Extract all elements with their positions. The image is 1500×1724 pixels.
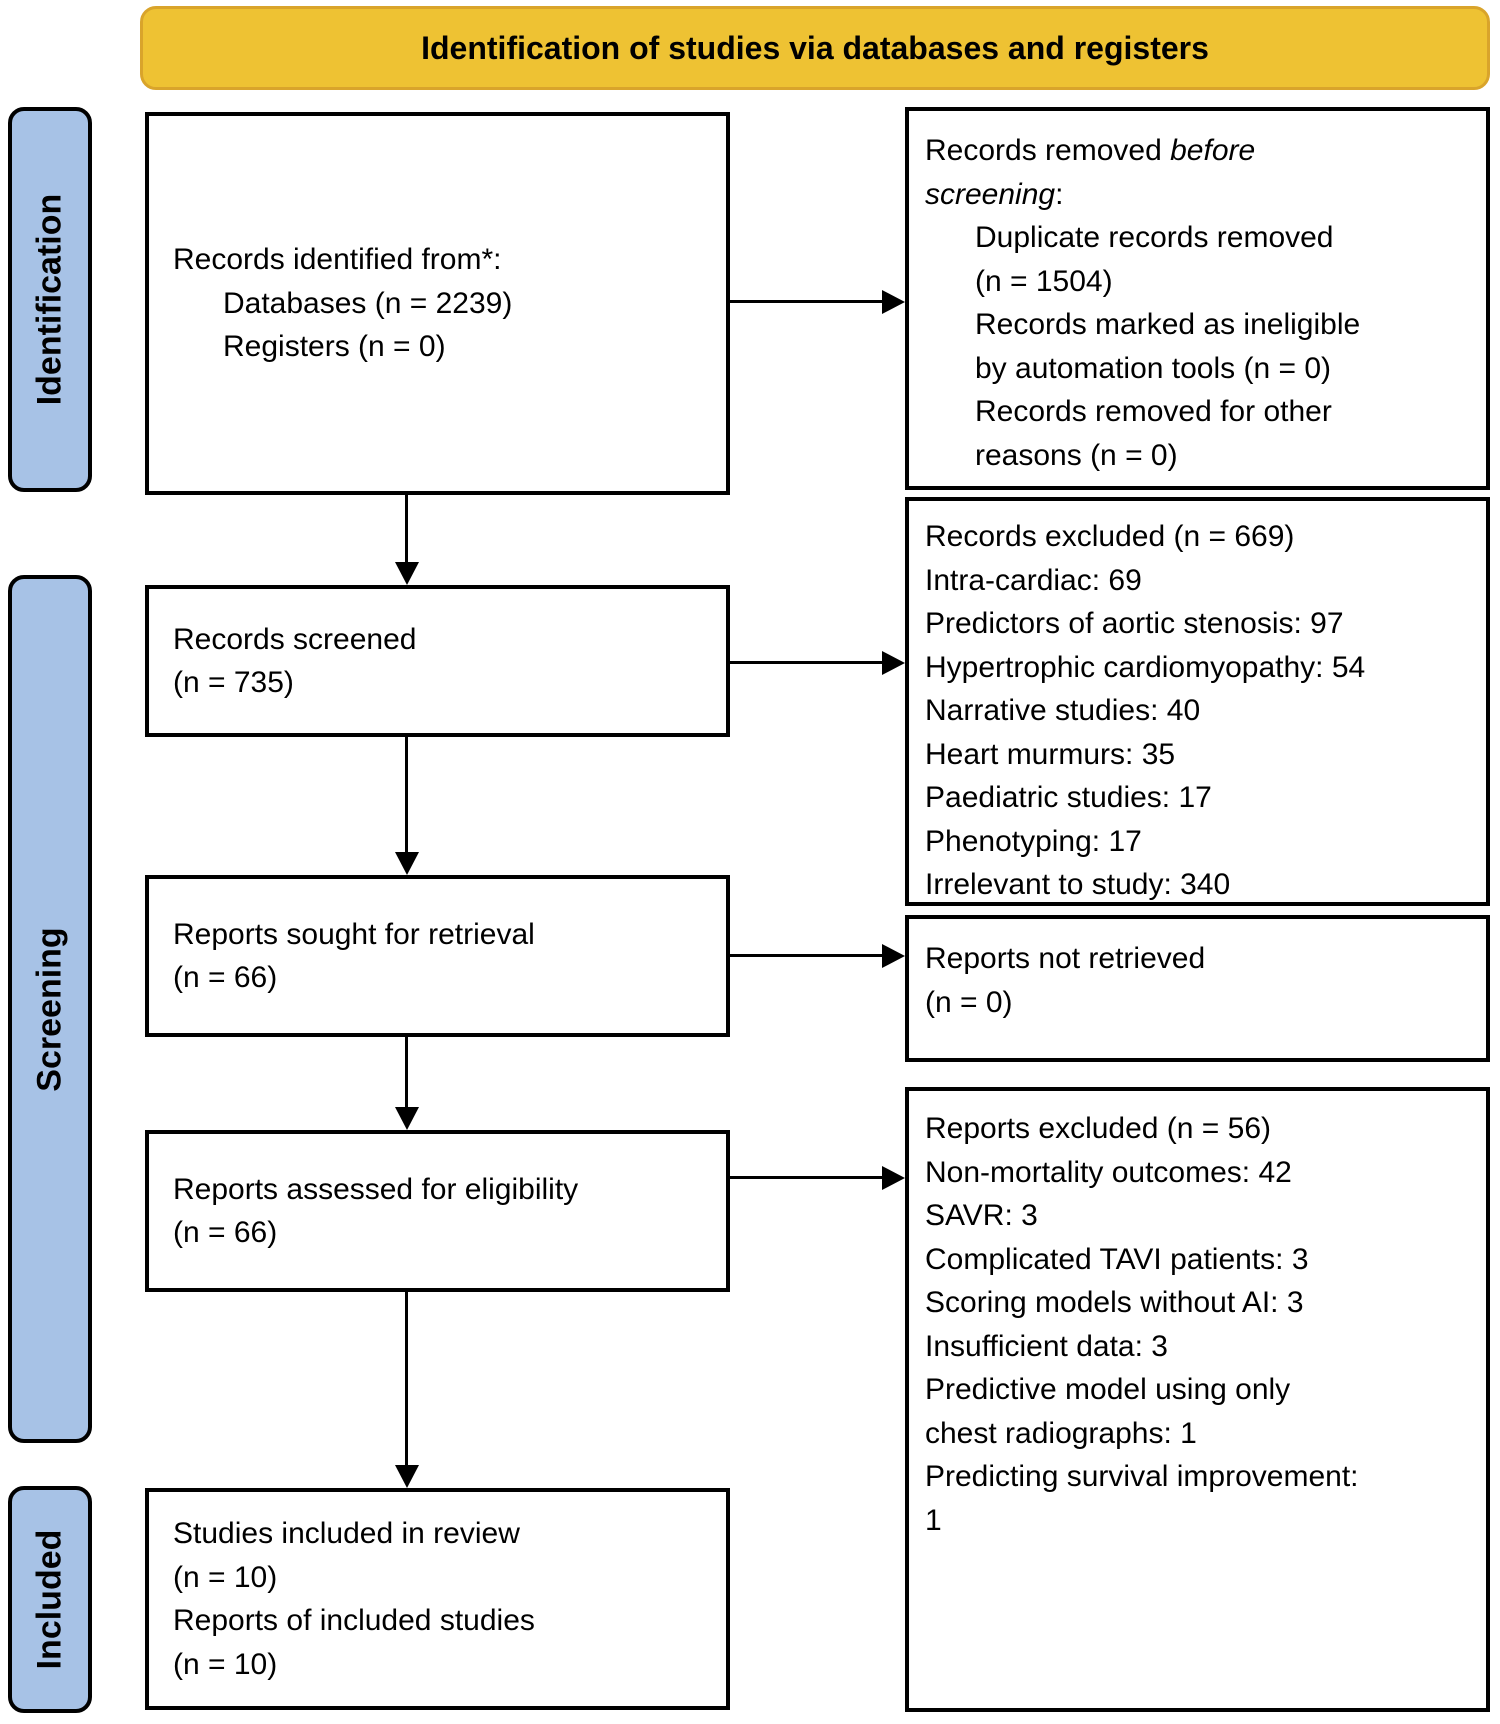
box-reports-assessed: Reports assessed for eligibility (n = 66) [145,1130,730,1292]
records-removed-item: Records marked as ineligible [975,308,1361,341]
arrow-screened-to-excluded-head [882,651,905,675]
arrow-identified-to-screened-line [405,495,408,563]
reports-excluded-line: Complicated TAVI patients: 3 [925,1242,1309,1276]
arrow-assessed-to-excluded-head [882,1166,905,1190]
reports-excluded-line: Insufficient data: 3 [925,1329,1168,1363]
records-removed-items: Duplicate records removed (n = 1504) Recor… [925,216,1478,477]
reports-not-retrieved-lines: Reports not retrieved (n = 0) [925,937,1478,1024]
records-identified-items: Databases (n = 2239) Registers (n = 0) [173,282,716,369]
reports-assessed-line: Reports assessed for eligibility [173,1172,579,1206]
studies-included-line: Reports of included studies [173,1604,535,1637]
records-removed-item: by automation tools (n = 0) [975,351,1332,385]
box-records-excluded: Records excluded (n = 669) Intra-cardiac:… [905,497,1490,906]
reports-excluded-line: SAVR: 3 [925,1199,1038,1232]
records-excluded-line: Predictors of aortic stenosis: 97 [925,607,1344,640]
records-screened-lines: Records screened (n = 735) [173,618,716,705]
records-removed-heading-italic2: screening [925,177,1056,211]
arrow-screened-to-sought-head [395,852,419,875]
box-reports-not-retrieved: Reports not retrieved (n = 0) [905,915,1490,1062]
reports-sought-lines: Reports sought for retrieval (n = 66) [173,913,716,1000]
studies-included-line: (n = 10) [173,1647,278,1681]
reports-excluded-line: chest radiographs: 1 [925,1416,1197,1450]
reports-assessed-line: (n = 66) [173,1216,278,1249]
records-excluded-line: Records excluded (n = 669) [925,520,1295,553]
reports-excluded-line: Predictive model using only [925,1373,1291,1406]
reports-excluded-line: 1 [925,1503,942,1537]
reports-sought-line: (n = 66) [173,961,278,994]
records-removed-heading-prefix: Records removed [925,134,1171,167]
box-records-removed: Records removed before screening: Duplic… [905,107,1490,490]
records-excluded-line: Hypertrophic cardiomyopathy: 54 [925,650,1366,684]
arrow-screened-to-sought-line [405,737,408,853]
arrow-assessed-to-included-head [395,1465,419,1488]
reports-sought-line: Reports sought for retrieval [173,917,535,951]
box-records-identified: Records identified from*: Databases (n =… [145,112,730,495]
records-removed-heading-line2: screening: [925,173,1478,217]
studies-included-line: Studies included in review [173,1517,520,1550]
arrow-screened-to-excluded-line [730,661,882,664]
records-identified-item: Registers (n = 0) [223,330,446,364]
records-excluded-line: Heart murmurs: 35 [925,737,1176,771]
arrow-sought-to-assessed-head [395,1107,419,1130]
stage-label-screening-text: Screening [30,926,69,1092]
reports-excluded-lines: Reports excluded (n = 56) Non-mortality o… [925,1107,1478,1542]
reports-excluded-line: Scoring models without AI: 3 [925,1286,1304,1319]
records-identified-heading: Records identified from*: [173,243,502,277]
records-excluded-line: Intra-cardiac: 69 [925,563,1142,597]
records-removed-heading-italic1: before [1170,134,1256,167]
records-excluded-line: Paediatric studies: 17 [925,781,1212,814]
studies-included-lines: Studies included in review (n = 10) Report… [173,1512,716,1686]
records-screened-line: (n = 735) [173,666,294,699]
reports-not-retrieved-line: (n = 0) [925,985,1013,1019]
reports-excluded-line: Reports excluded (n = 56) [925,1112,1272,1145]
stage-label-identification: Identification [8,107,92,492]
arrow-assessed-to-included-line [405,1292,408,1466]
reports-excluded-line: Non-mortality outcomes: 42 [925,1155,1292,1189]
reports-not-retrieved-line: Reports not retrieved [925,942,1206,975]
records-excluded-line: Narrative studies: 40 [925,694,1201,727]
studies-included-line: (n = 10) [173,1560,278,1594]
reports-excluded-line: Predicting survival improvement: [925,1460,1359,1493]
arrow-sought-to-not-retrieved-head [882,944,905,968]
box-reports-sought: Reports sought for retrieval (n = 66) [145,875,730,1037]
records-screened-line: Records screened [173,622,417,656]
box-studies-included: Studies included in review (n = 10) Report… [145,1488,730,1710]
arrow-sought-to-assessed-line [405,1037,408,1108]
arrow-identified-to-removed-head [882,290,905,314]
box-records-screened: Records screened (n = 735) [145,585,730,737]
records-removed-item: Records removed for other [975,395,1332,428]
arrow-sought-to-not-retrieved-line [730,954,882,957]
banner-title: Identification of studies via databases … [421,29,1209,66]
arrow-identified-to-screened-head [395,562,419,585]
arrow-identified-to-removed-line [730,300,882,303]
box-reports-excluded: Reports excluded (n = 56) Non-mortality o… [905,1087,1490,1712]
records-excluded-line: Irrelevant to study: 340 [925,868,1231,901]
reports-assessed-lines: Reports assessed for eligibility (n = 66) [173,1168,716,1255]
stage-label-included: Included [8,1486,92,1713]
records-identified-item: Databases (n = 2239) [223,286,513,320]
stage-label-identification-text: Identification [30,193,69,406]
stage-label-included-text: Included [30,1529,69,1670]
records-excluded-line: Phenotyping: 17 [925,824,1142,858]
stage-label-screening: Screening [8,575,92,1443]
banner: Identification of studies via databases … [140,6,1490,90]
records-removed-item: Duplicate records removed [975,221,1334,254]
records-removed-item: (n = 1504) [975,264,1113,298]
arrow-assessed-to-excluded-line [730,1176,882,1179]
records-removed-heading-line1: Records removed before [925,129,1478,173]
records-removed-item: reasons (n = 0) [975,438,1178,472]
records-excluded-lines: Records excluded (n = 669) Intra-cardiac:… [925,515,1478,907]
records-removed-heading-suffix: : [1055,177,1064,211]
